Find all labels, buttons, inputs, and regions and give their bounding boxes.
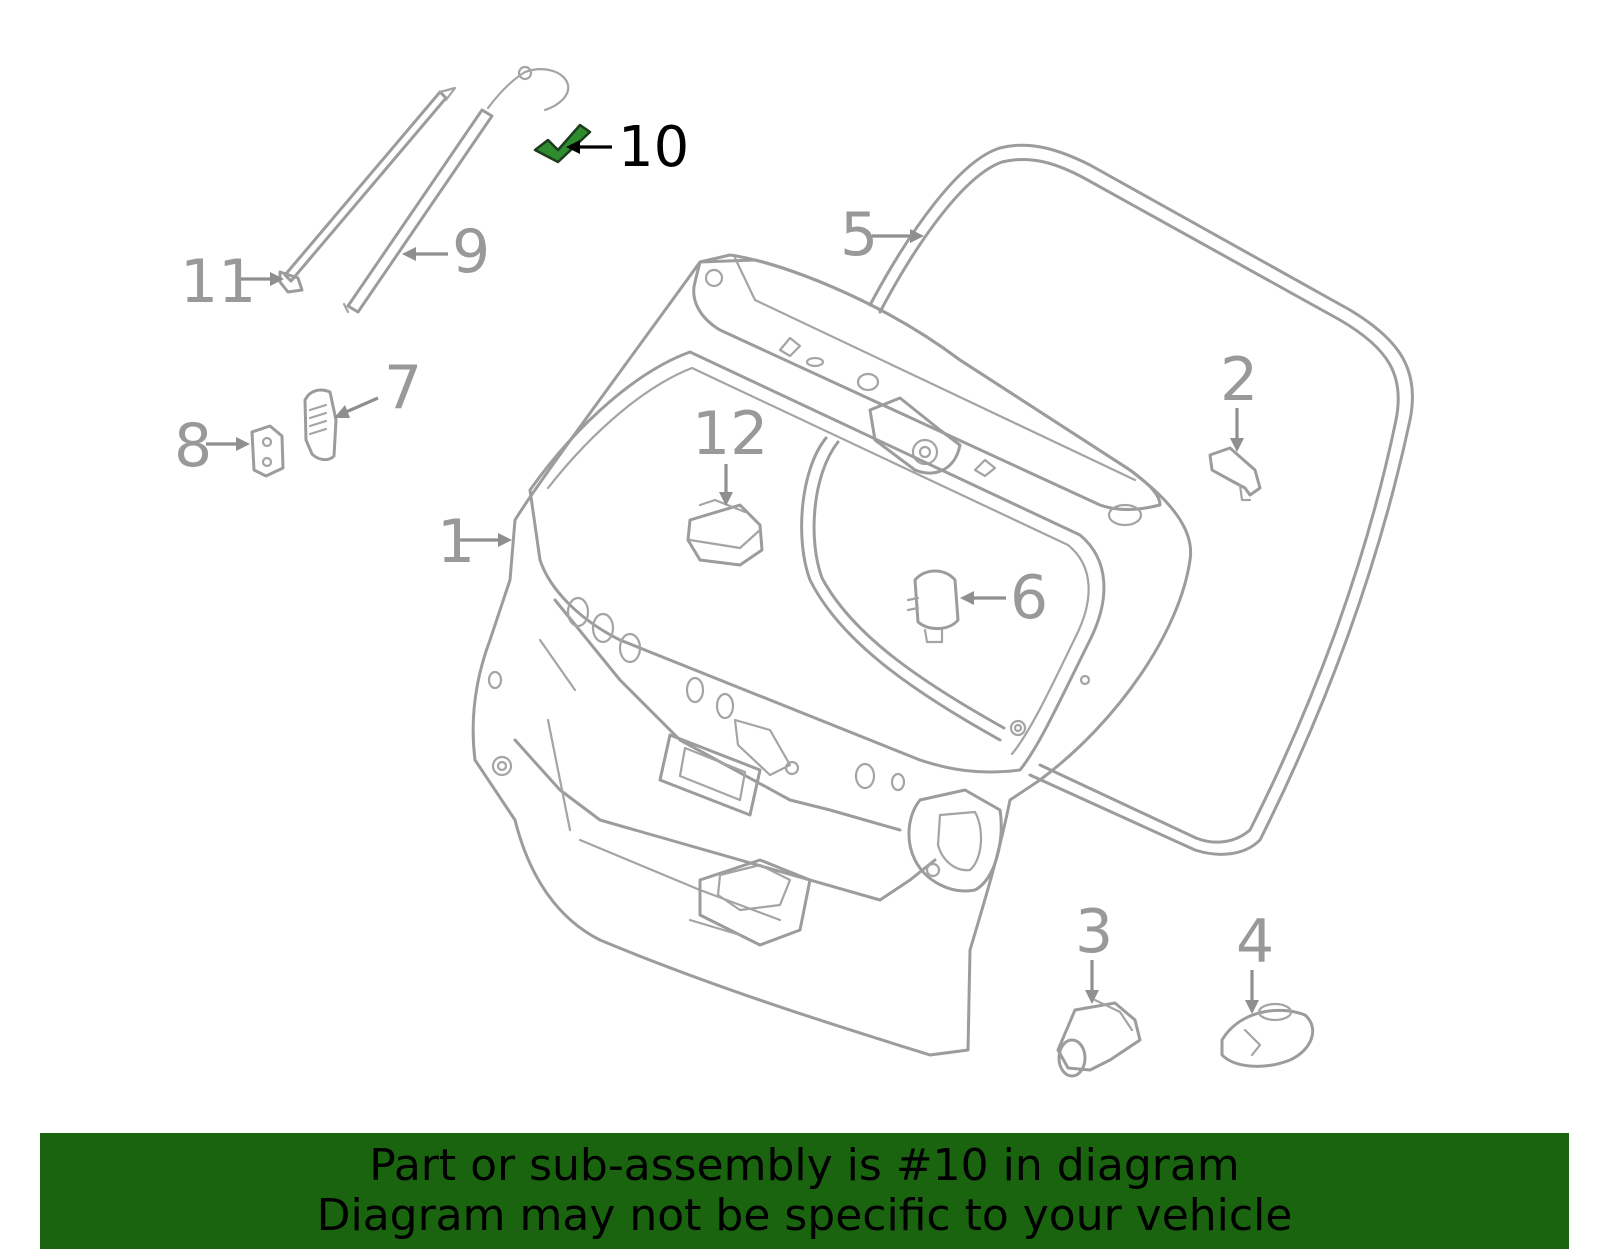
part-3-bumper: [1056, 998, 1142, 1078]
callout-1: 1: [437, 507, 475, 577]
parts-diagram: 1 2 3 4 5 6 7 8 9 10 11 12: [174, 65, 1414, 1078]
banner-line-disclaimer: Diagram may not be specific to your vehi…: [316, 1190, 1293, 1241]
callout-8: 8: [174, 411, 212, 481]
info-banner: Part or sub-assembly is #10 in diagram D…: [40, 1133, 1569, 1249]
part-7-bracket: [303, 388, 338, 462]
part-2-bracket: [1208, 446, 1262, 502]
part-1-liftgate: [471, 253, 1193, 1057]
callout-10: 10: [618, 115, 689, 180]
part-12-module: [686, 498, 764, 567]
callout-3: 3: [1075, 897, 1113, 967]
part-6-switch: [906, 569, 960, 644]
callout-labels: 1 2 3 4 5 6 7 8 9 10 11 12: [174, 115, 1274, 977]
part-4-grommet: [1220, 1002, 1315, 1068]
callout-12: 12: [692, 399, 768, 469]
part-9-strut: [342, 65, 570, 314]
banner-line-part: Part or sub-assembly is #10 in diagram: [369, 1140, 1240, 1191]
callout-9: 9: [452, 217, 490, 287]
leader-arrows: [206, 140, 1259, 1014]
callout-11: 11: [180, 247, 256, 317]
callout-7: 7: [384, 353, 422, 423]
callout-2: 2: [1220, 345, 1258, 415]
callout-6: 6: [1010, 563, 1048, 633]
part-5-weatherstrip: [800, 143, 1414, 856]
part-10-clip: [533, 123, 592, 164]
callout-5: 5: [840, 200, 878, 270]
callout-4: 4: [1236, 907, 1274, 977]
part-8-plate: [250, 424, 285, 478]
